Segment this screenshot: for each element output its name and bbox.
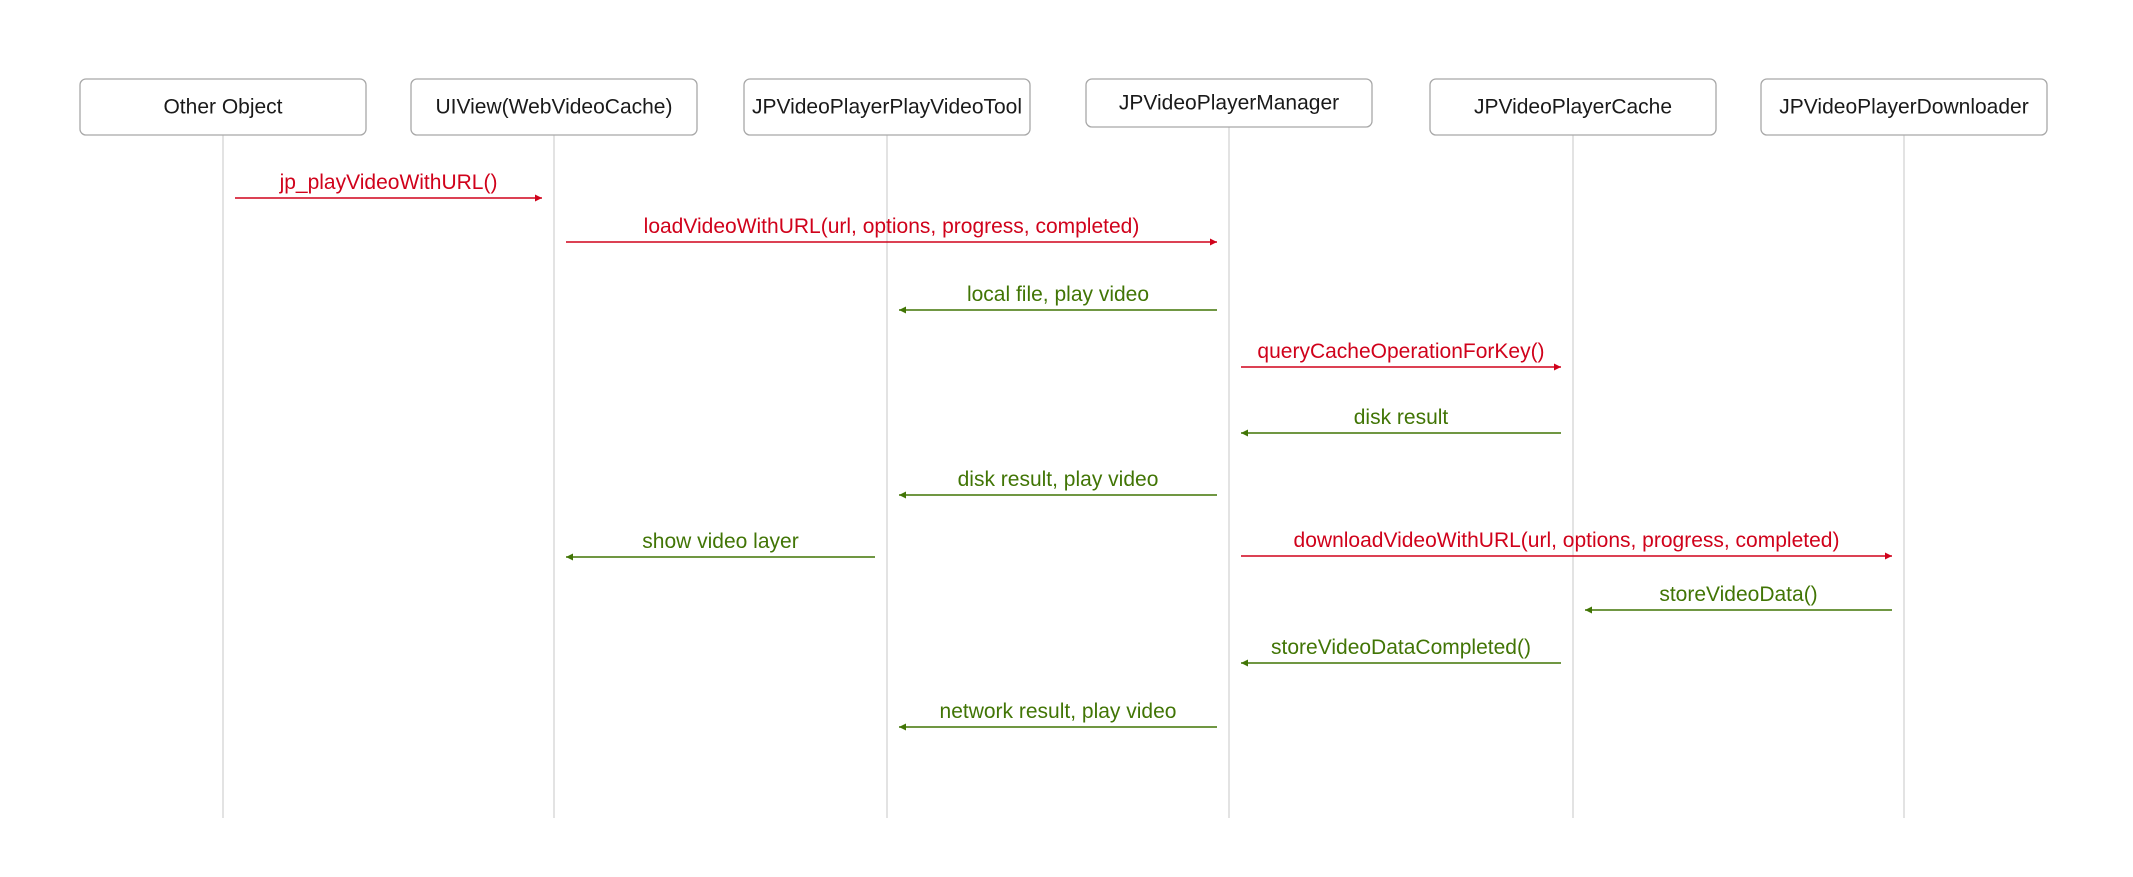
participant-downloader: JPVideoPlayerDownloader: [1760, 78, 2048, 136]
message-4: queryCacheOperationForKey(): [1241, 340, 1561, 371]
participant-tool: JPVideoPlayerPlayVideoTool: [743, 78, 1031, 136]
participant-manager: JPVideoPlayerManager: [1085, 78, 1373, 128]
message-9: storeVideoData(): [1585, 583, 1892, 614]
message-3: local file, play video: [899, 283, 1217, 314]
participant-box: [1760, 78, 2048, 136]
message-label: disk result, play video: [958, 468, 1159, 491]
participant-uiview: UIView(WebVideoCache): [410, 78, 698, 136]
participant-label: UIView(WebVideoCache): [436, 96, 673, 119]
participant-box: [743, 78, 1031, 136]
message-11: network result, play video: [899, 700, 1217, 731]
participant-box: [1085, 78, 1373, 128]
participant-box: [1429, 78, 1717, 136]
participant-label: JPVideoPlayerPlayVideoTool: [752, 96, 1022, 119]
message-6: disk result, play video: [899, 468, 1217, 499]
message-1: jp_playVideoWithURL(): [235, 171, 542, 202]
message-label: jp_playVideoWithURL(): [279, 171, 498, 194]
participant-label: JPVideoPlayerManager: [1119, 92, 1339, 115]
participant-other: Other Object: [79, 78, 367, 136]
message-7: show video layer: [566, 530, 875, 561]
message-label: queryCacheOperationForKey(): [1257, 340, 1544, 363]
message-label: show video layer: [642, 530, 798, 553]
message-8: downloadVideoWithURL(url, options, progr…: [1241, 529, 1892, 560]
message-5: disk result: [1241, 406, 1561, 437]
participant-box: [410, 78, 698, 136]
participant-label: JPVideoPlayerCache: [1474, 96, 1672, 119]
message-label: downloadVideoWithURL(url, options, progr…: [1294, 529, 1840, 552]
message-label: loadVideoWithURL(url, options, progress,…: [644, 215, 1140, 238]
message-2: loadVideoWithURL(url, options, progress,…: [566, 215, 1217, 246]
participant-box: [79, 78, 367, 136]
lifelines: [222, 127, 1905, 818]
message-label: network result, play video: [940, 700, 1177, 723]
participant-label: Other Object: [163, 96, 282, 119]
participant-label: JPVideoPlayerDownloader: [1779, 96, 2028, 119]
message-label: disk result: [1354, 406, 1449, 429]
participant-cache: JPVideoPlayerCache: [1429, 78, 1717, 136]
message-10: storeVideoDataCompleted(): [1241, 636, 1561, 667]
message-label: storeVideoData(): [1659, 583, 1817, 606]
participants: Other Object UIView(WebVideoCache) JPVideo…: [79, 78, 2048, 136]
message-label: storeVideoDataCompleted(): [1271, 636, 1531, 659]
messages: jp_playVideoWithURL() loadVideoWithURL(ur…: [235, 171, 1892, 731]
message-label: local file, play video: [967, 283, 1149, 306]
